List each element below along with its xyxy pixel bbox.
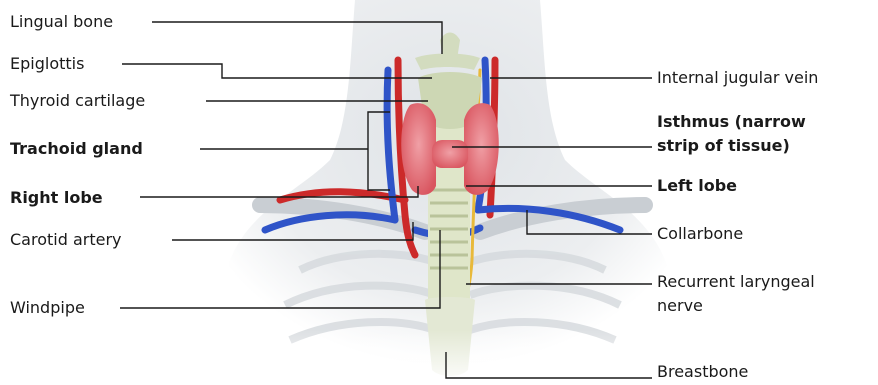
label-epiglottis: Epiglottis: [10, 54, 84, 74]
label-thyroid-cartilage: Thyroid cartilage: [10, 91, 145, 111]
label-right-lobe: Right lobe: [10, 188, 103, 208]
label-carotid-artery: Carotid artery: [10, 230, 122, 250]
label-breastbone: Breastbone: [657, 362, 748, 382]
label-recurrent-laryngeal-line1: Recurrent laryngeal: [657, 272, 815, 292]
label-windpipe: Windpipe: [10, 298, 85, 318]
label-internal-jugular-vein: Internal jugular vein: [657, 68, 818, 88]
label-isthmus-line2: strip of tissue): [657, 136, 790, 156]
label-recurrent-laryngeal-line2: nerve: [657, 296, 703, 316]
label-collarbone: Collarbone: [657, 224, 743, 244]
label-lingual-bone: Lingual bone: [10, 12, 113, 32]
label-isthmus-line1: Isthmus (narrow: [657, 112, 806, 132]
label-left-lobe: Left lobe: [657, 176, 737, 196]
label-trachoid-gland: Trachoid gland: [10, 139, 143, 159]
